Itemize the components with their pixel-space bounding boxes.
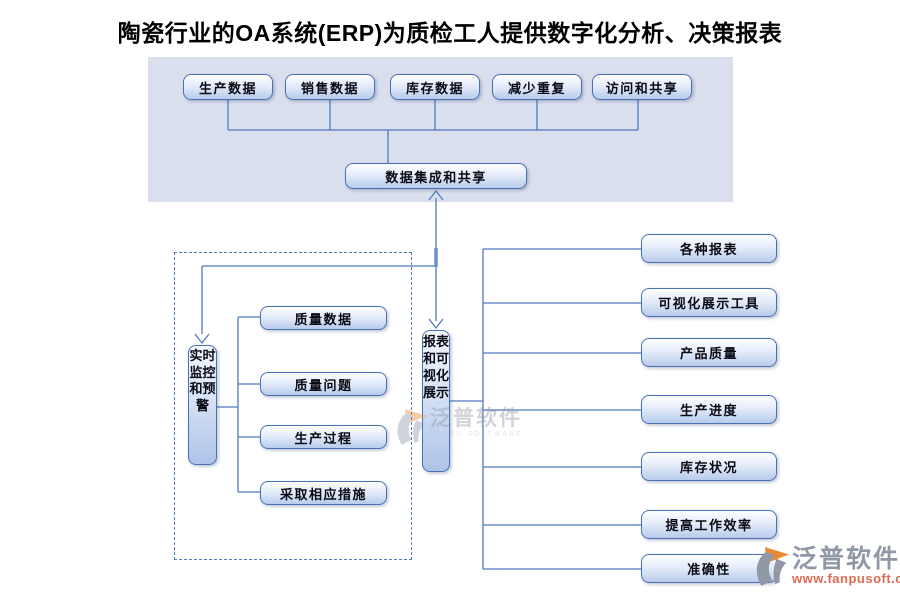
node-production-data: 生产数据: [183, 74, 273, 100]
node-accuracy: 准确性: [641, 554, 777, 583]
node-various-reports: 各种报表: [641, 234, 777, 263]
node-improve-work-efficiency: 提高工作效率: [641, 510, 777, 539]
node-inventory-status: 库存状况: [641, 452, 777, 481]
node-production-process: 生产过程: [260, 425, 387, 449]
monitor-group-frame: [174, 252, 412, 560]
watermark-center: 泛普软件 FANPU SOFTWARE: [394, 408, 523, 446]
node-access-sharing: 访问和共享: [592, 74, 692, 100]
node-production-progress: 生产进度: [641, 395, 777, 424]
node-quality-data: 质量数据: [260, 306, 387, 330]
node-quality-issues: 质量问题: [260, 372, 387, 396]
node-realtime-monitoring-warning: 实时监控和预警: [188, 345, 217, 465]
node-sales-data: 销售数据: [285, 74, 375, 100]
node-data-integration-sharing: 数据集成和共享: [345, 163, 527, 189]
node-product-quality: 产品质量: [641, 338, 777, 367]
diagram-title: 陶瓷行业的OA系统(ERP)为质检工人提供数字化分析、决策报表: [117, 20, 783, 46]
node-reduce-duplication: 减少重复: [492, 74, 582, 100]
node-inventory-data: 库存数据: [390, 74, 480, 100]
node-visualization-tools: 可视化展示工具: [641, 288, 777, 317]
node-take-corrective-measures: 采取相应措施: [260, 481, 387, 505]
watermark-brand-text: 泛普软件: [792, 545, 900, 573]
watermark-url-text: www.fanpusoft.com: [792, 571, 900, 586]
node-reports-visualization: 报表和可视化展示: [422, 330, 450, 472]
